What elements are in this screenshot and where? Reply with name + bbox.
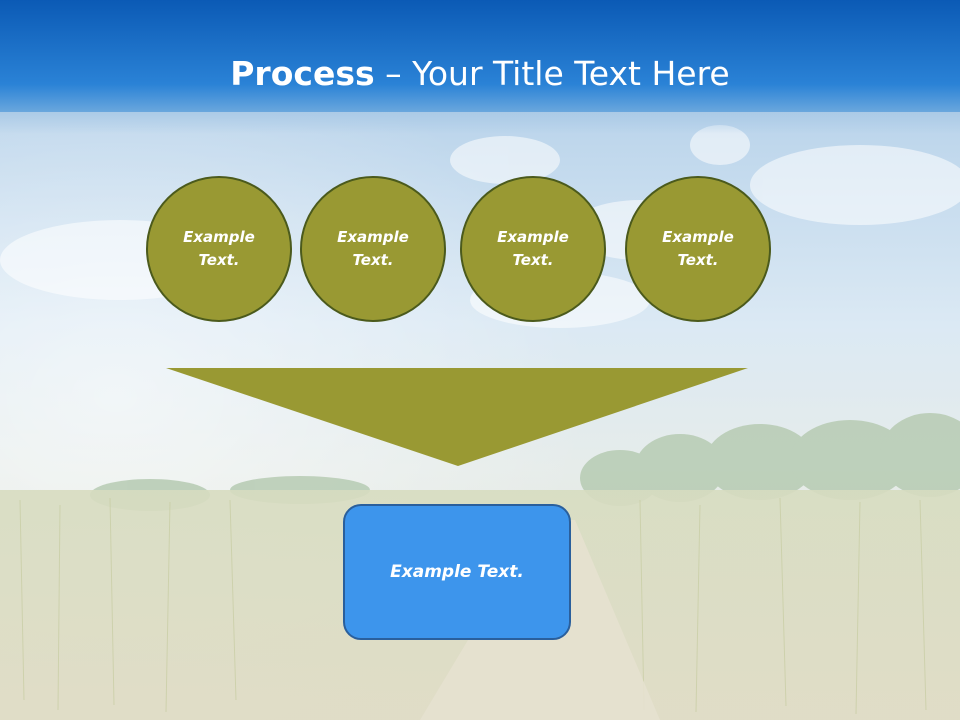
result-box-label: Example Text.: [390, 562, 524, 582]
result-box: Example Text.: [343, 504, 571, 640]
funnel-triangle: [166, 368, 748, 466]
process-circle-label: Example Text.: [497, 228, 569, 269]
title-rest: – Your Title Text Here: [374, 54, 730, 93]
process-circle-label: Example Text.: [662, 228, 734, 269]
process-circle-label: Example Text.: [183, 228, 255, 269]
funnel-arrow-shape: [166, 368, 748, 466]
title-bold: Process: [230, 54, 375, 93]
process-circle-3: Example Text.: [460, 176, 606, 322]
slide-title: Process – Your Title Text Here: [0, 52, 960, 96]
process-circle-1: Example Text.: [146, 176, 292, 322]
process-circle-4: Example Text.: [625, 176, 771, 322]
process-circle-label: Example Text.: [337, 228, 409, 269]
process-circle-2: Example Text.: [300, 176, 446, 322]
